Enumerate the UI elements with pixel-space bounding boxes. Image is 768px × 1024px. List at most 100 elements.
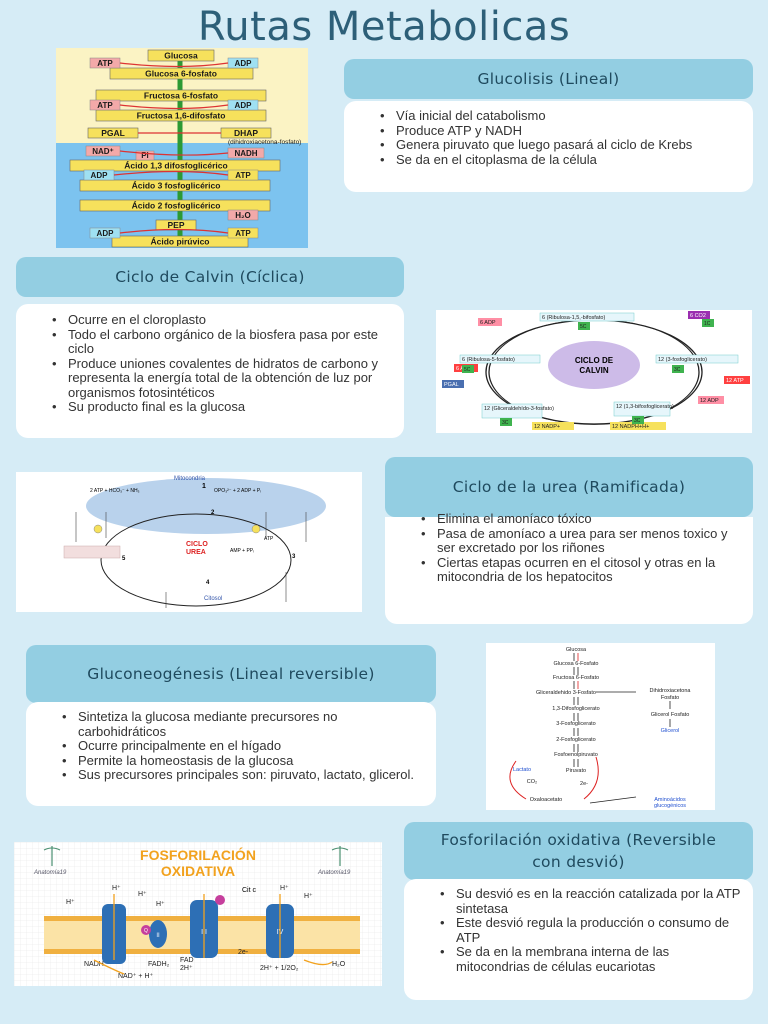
svg-text:ADP: ADP	[97, 229, 115, 238]
list-item: Ocurre en el cloroplasto	[52, 312, 392, 328]
svg-text:3-Fosfoglicerato: 3-Fosfoglicerato	[556, 721, 595, 727]
gluco-step: Fructosa 1,6-difosfato	[137, 111, 226, 121]
svg-text:5C: 5C	[464, 367, 471, 373]
svg-text:Glicerol: Glicerol	[661, 728, 680, 734]
svg-text:12 (Gliceraldehído-3-fosfato): 12 (Gliceraldehído-3-fosfato)	[484, 406, 554, 412]
urea-header-text: Ciclo de la urea (Ramificada)	[452, 478, 686, 496]
glucolisis-header: Glucolisis (Lineal)	[344, 59, 753, 99]
gluco-step: Glucosa 6-fosfato	[145, 69, 217, 79]
gluco-pgal: PGAL	[101, 128, 125, 138]
svg-text:2 ATP + HCO₃⁻ + NH₃: 2 ATP + HCO₃⁻ + NH₃	[90, 488, 140, 494]
gluconeo-card: Sintetiza la glucosa mediante precursore…	[26, 702, 436, 806]
svg-text:Fosfoenolpiruvato: Fosfoenolpiruvato	[554, 752, 598, 758]
svg-text:Anatomía19: Anatomía19	[317, 870, 351, 876]
svg-text:CICLO: CICLO	[186, 541, 208, 548]
list-item: Elimina el amoníaco tóxico	[421, 511, 741, 527]
svg-text:ADP: ADP	[91, 171, 109, 180]
svg-text:2: 2	[211, 510, 215, 516]
fosfo-header: Fosforilación oxidativa (Reversible con …	[404, 822, 753, 880]
list-item: Su desvió es en la reacción catalizada p…	[440, 886, 741, 916]
svg-text:CO₂: CO₂	[527, 779, 537, 785]
list-item: Su producto final es la glucosa	[52, 399, 392, 415]
svg-text:ATP: ATP	[264, 536, 274, 542]
svg-text:12 (1,3-bifosfoglicerato): 12 (1,3-bifosfoglicerato)	[616, 404, 674, 410]
list-item: Este desvió regula la producción o consu…	[440, 915, 741, 945]
svg-text:Cit c: Cit c	[242, 887, 257, 894]
calvin-center: CALVIN	[579, 366, 608, 375]
gluconeo-diagram: Glucosa Glucosa 6-Fosfato Fructosa 6-Fos…	[486, 643, 715, 810]
fosfo-title: OXIDATIVA	[161, 863, 235, 879]
list-item: Vía inicial del catabolismo	[380, 108, 741, 124]
svg-text:ADP: ADP	[235, 59, 253, 68]
urea-card: Elimina el amoníaco tóxico Pasa de amoní…	[385, 511, 753, 624]
svg-text:Aminoácidos: Aminoácidos	[654, 797, 686, 803]
gluco-step: Ácido 2 fosfoglicérico	[132, 201, 221, 211]
svg-text:Fosfato: Fosfato	[661, 695, 679, 701]
list-item: Ciertas etapas ocurren en el citosol y o…	[421, 555, 741, 585]
svg-text:ADP: ADP	[235, 101, 253, 110]
svg-text:3: 3	[292, 554, 296, 560]
svg-text:NAD⁺ + H⁺: NAD⁺ + H⁺	[118, 973, 154, 980]
list-item: Pasa de amoníaco a urea para ser menos t…	[421, 526, 741, 556]
svg-text:Glicerol Fosfato: Glicerol Fosfato	[651, 712, 690, 718]
gluco-step: Ácido pirúvico	[150, 237, 209, 247]
svg-text:Fructosa 6-Fosfato: Fructosa 6-Fosfato	[553, 675, 599, 681]
gluco-dhap-note: (dihidroxiacetona-fosfato)	[228, 139, 301, 146]
svg-text:H⁺: H⁺	[280, 885, 289, 892]
svg-text:2H⁺ + 1/2O₂: 2H⁺ + 1/2O₂	[260, 965, 299, 972]
svg-text:Piruvato: Piruvato	[566, 768, 586, 774]
svg-text:Glucosa 6-Fosfato: Glucosa 6-Fosfato	[554, 661, 599, 667]
svg-text:FAD: FAD	[180, 957, 194, 964]
glucolisis-diagram: Glucosa Glucosa 6-fosfato Fructosa 6-fos…	[56, 48, 308, 248]
svg-text:2e-: 2e-	[238, 949, 249, 956]
svg-text:12 NADPH+H+: 12 NADPH+H+	[612, 424, 649, 430]
gluco-step: Glucosa	[164, 51, 198, 61]
svg-text:PGAL: PGAL	[444, 382, 459, 388]
svg-text:H⁺: H⁺	[304, 893, 313, 900]
svg-text:2H⁺: 2H⁺	[180, 965, 193, 972]
svg-text:5: 5	[122, 556, 126, 562]
fosfo-title: FOSFORILACIÓN	[140, 846, 256, 863]
gluco-step: PEP	[167, 220, 184, 230]
svg-text:Pi: Pi	[141, 151, 149, 160]
svg-text:II: II	[156, 933, 160, 939]
svg-text:1C: 1C	[704, 321, 711, 327]
svg-text:1: 1	[202, 483, 206, 490]
gluco-step: Fructosa 6-fosfato	[144, 91, 218, 101]
calvin-diagram: CICLO DE CALVIN 6 (Ribulosa-1,5,-bifosfa…	[436, 310, 752, 433]
fosfo-diagram: FOSFORILACIÓN OXIDATIVA Anatomía19 Anato…	[14, 842, 382, 986]
svg-text:Q: Q	[144, 928, 148, 934]
list-item: Ocurre principalmente en el hígado	[62, 738, 424, 754]
list-item: Genera piruvato que luego pasará al cicl…	[380, 137, 741, 153]
calvin-center: CICLO DE	[575, 356, 614, 365]
list-item: Se da en la membrana interna de las mito…	[440, 944, 741, 974]
svg-text:6 CO2: 6 CO2	[690, 313, 706, 319]
svg-text:6 (Ribulosa-5-fosfato): 6 (Ribulosa-5-fosfato)	[462, 357, 515, 363]
svg-text:NADH: NADH	[234, 149, 257, 158]
svg-text:NADH: NADH	[84, 961, 104, 968]
svg-text:glucogénicos: glucogénicos	[654, 803, 686, 809]
caduceus-icon	[43, 846, 349, 866]
svg-text:6 (Ribulosa-1,5,-bifosfato): 6 (Ribulosa-1,5,-bifosfato)	[542, 315, 605, 321]
fosfo-card: Su desvió es en la reacción catalizada p…	[404, 879, 753, 1000]
svg-text:H⁺: H⁺	[138, 891, 147, 898]
svg-text:Citosol: Citosol	[204, 596, 222, 602]
svg-text:Dihidroxiacetona: Dihidroxiacetona	[650, 688, 692, 694]
svg-text:12 (3-fosfoglicerato): 12 (3-fosfoglicerato)	[658, 357, 707, 363]
svg-text:Gliceraldehido 3-Fosfato: Gliceraldehido 3-Fosfato	[536, 690, 596, 696]
svg-text:ATP: ATP	[235, 171, 251, 180]
svg-text:H⁺: H⁺	[112, 885, 121, 892]
svg-text:Oxaloacetato: Oxaloacetato	[530, 797, 562, 803]
gluco-dhap: DHAP	[234, 128, 258, 138]
svg-text:UREA: UREA	[186, 549, 206, 556]
svg-text:OPO₃²⁻ + 2 ADP + Pᵢ: OPO₃²⁻ + 2 ADP + Pᵢ	[214, 488, 261, 494]
gluco-step: Ácido 1,3 difosfoglicérico	[124, 161, 227, 171]
calvin-card: Ocurre en el cloroplasto Todo el carbono…	[16, 304, 404, 438]
list-item: Todo el carbono orgánico de la biosfera …	[52, 327, 392, 357]
svg-text:H⁺: H⁺	[66, 899, 75, 906]
urea-diagram: Mitocondria 2 ATP + HCO₃⁻ + NH₃ OPO₃²⁻ +…	[16, 472, 362, 612]
list-item: Sintetiza la glucosa mediante precursore…	[62, 709, 424, 739]
gluco-step: Ácido 3 fosfoglicérico	[132, 181, 221, 191]
list-item: Produce ATP y NADH	[380, 123, 741, 139]
svg-text:3C: 3C	[674, 367, 681, 373]
